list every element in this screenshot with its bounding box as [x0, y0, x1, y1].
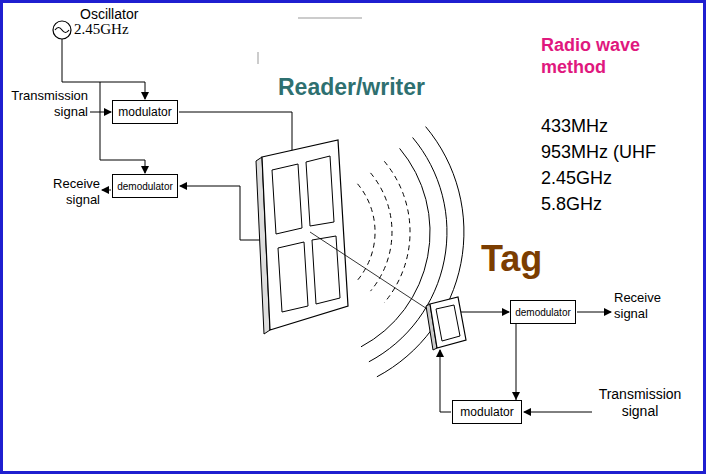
- process-box: demodulator: [510, 300, 576, 324]
- antenna-patch: [312, 236, 340, 304]
- connector: [512, 324, 520, 400]
- radio-wave: [384, 161, 410, 302]
- signal-label: Transmission signal: [8, 88, 88, 120]
- signal-wire: [102, 190, 111, 191]
- connector-line: [516, 324, 517, 400]
- arrow-head: [512, 392, 520, 400]
- frequency-label: 953MHz (UHF: [541, 142, 656, 163]
- process-box: demodulator: [112, 174, 178, 198]
- oscillator-wire: [100, 82, 145, 173]
- rule-line: [298, 18, 362, 19]
- section-heading: Radio wave method: [541, 34, 681, 78]
- signal-label: Receive signal: [48, 176, 100, 208]
- radio-wave: [358, 184, 376, 280]
- box-text: modulator: [118, 105, 171, 119]
- antenna-wire: [461, 312, 509, 313]
- frequency-label: 433MHz: [541, 116, 608, 137]
- signal-wire: [577, 312, 611, 313]
- component-label: Oscillator: [80, 6, 138, 22]
- tag-antenna: [430, 297, 466, 348]
- sine-symbol: [55, 28, 69, 33]
- antenna-patch: [306, 156, 334, 226]
- frequency-label: 2.45GHz: [541, 168, 612, 189]
- reader-antenna: [262, 140, 348, 330]
- tick-line: [258, 52, 259, 64]
- process-box: modulator: [452, 400, 522, 424]
- antenna-patch: [272, 164, 302, 234]
- box-text: demodulator: [117, 181, 173, 192]
- signal-label: Receive signal: [614, 290, 668, 322]
- frequency-label: 5.8GHz: [541, 194, 602, 215]
- signal-label: Transmission signal: [594, 386, 686, 420]
- antenna-wire: [440, 350, 451, 412]
- box-text: modulator: [460, 405, 513, 419]
- antenna-patch: [278, 242, 308, 312]
- signal-wire: [90, 112, 111, 113]
- radio-wave: [371, 173, 392, 291]
- oscillator-symbol: [53, 21, 71, 39]
- section-heading: Tag: [481, 238, 542, 279]
- frequency-label: 2.45GHz: [74, 21, 129, 38]
- box-text: demodulator: [515, 307, 571, 318]
- signal-wire: [524, 412, 592, 413]
- section-heading: Reader/writer: [278, 74, 425, 100]
- process-box: modulator: [112, 100, 178, 124]
- antenna-patch: [436, 305, 460, 341]
